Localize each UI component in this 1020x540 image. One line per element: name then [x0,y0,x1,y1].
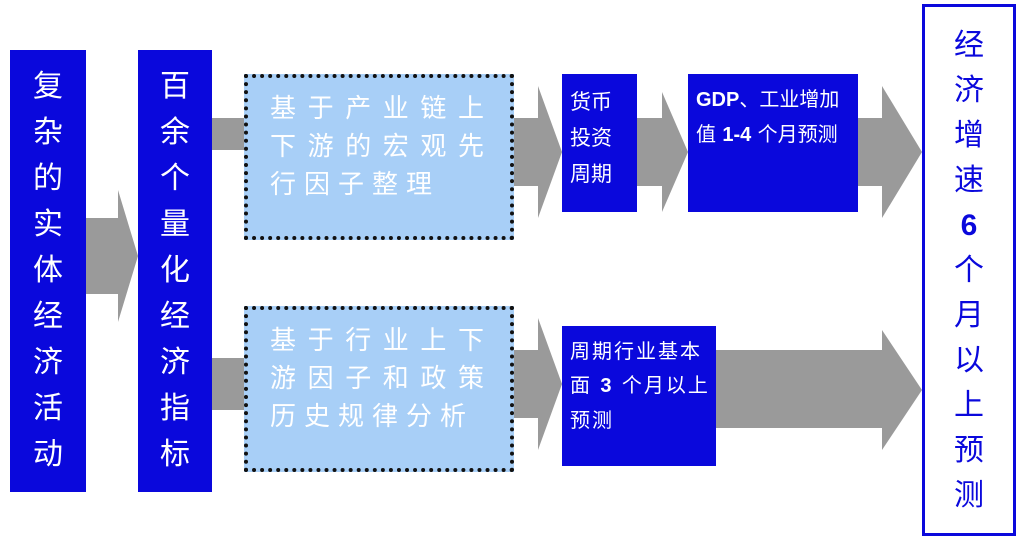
left-box-char: 经 [33,299,63,334]
gdp-range: 1-4 [722,124,752,146]
arrow-left-to-indicators [86,190,138,322]
top-factor-text: 基于产业链上下游的宏观先行因子整理 [270,94,492,200]
arrow-indicators-to-top-factor [212,118,244,150]
gdp-label: GDP [696,89,740,111]
top-factor-box: 基于产业链上下游的宏观先行因子整理 [244,74,514,240]
gdp-forecast-text: GDP、工业增加值 1-4 个月预测 [696,82,852,152]
money-cycle-text: 货币投资周期 [570,90,612,186]
indicator-box-char: 余 [160,115,190,150]
gdp-text-1: 、工业增加值 [696,87,840,146]
output-box-char: 个 [954,252,984,288]
indicator-box-char: 个 [160,161,190,196]
output-box-char: 以 [954,342,984,378]
industry-months: 3 [600,375,614,397]
indicator-box: 百余个量化经济指标 [138,50,212,492]
arrow-money-cycle-to-gdp [637,92,688,212]
gdp-text-2: 个月预测 [751,122,838,146]
left-box-char: 实 [33,207,63,242]
arrow-industry-to-output [716,330,922,450]
left-box: 复杂的实体经济活动 [10,50,86,492]
output-box-char: 增 [954,117,984,153]
left-box-char: 动 [33,437,63,472]
output-box-char: 上 [954,387,984,423]
output-box-char: 6 [960,208,978,242]
arrow-indicators-to-bottom-factor [212,358,244,410]
indicator-box-char: 标 [160,437,190,472]
bottom-factor-box: 基于行业上下游因子和政策历史规律分析 [244,306,514,472]
output-box-char: 济 [954,72,984,108]
bottom-factor-text: 基于行业上下游因子和政策历史规律分析 [270,326,492,432]
left-box-char: 体 [33,253,63,288]
arrow-bottom-factor-to-industry [514,318,562,450]
money-cycle-box: 货币投资周期 [562,74,637,212]
indicator-box-char: 量 [160,207,190,242]
industry-forecast-text: 周期行业基本面 3 个月以上预测 [570,334,710,437]
gdp-forecast-box: GDP、工业增加值 1-4 个月预测 [688,74,858,212]
output-box-char: 测 [954,477,984,513]
arrow-gdp-to-output [858,86,922,218]
left-box-char: 济 [33,345,63,380]
output-box: 经济增速 6 个月以上预测 [922,4,1016,536]
indicator-box-char: 化 [160,253,190,288]
indicator-box-char: 百 [160,69,190,104]
arrow-top-factor-to-money-cycle [514,86,562,218]
indicator-box-char: 济 [160,345,190,380]
industry-forecast-box: 周期行业基本面 3 个月以上预测 [562,326,716,466]
left-box-char: 杂 [33,115,63,150]
left-box-char: 活 [33,391,63,426]
output-box-char: 经 [954,27,984,63]
left-box-char: 复 [33,69,63,104]
output-box-char: 预 [954,432,984,468]
output-box-char: 速 [954,162,984,198]
industry-text-2: 个月以上预测 [570,373,710,432]
output-box-char: 月 [954,297,984,333]
industry-text-1: 周期行业基本面 [570,339,702,397]
left-box-char: 的 [33,161,63,196]
indicator-box-char: 指 [160,391,190,426]
indicator-box-char: 经 [160,299,190,334]
